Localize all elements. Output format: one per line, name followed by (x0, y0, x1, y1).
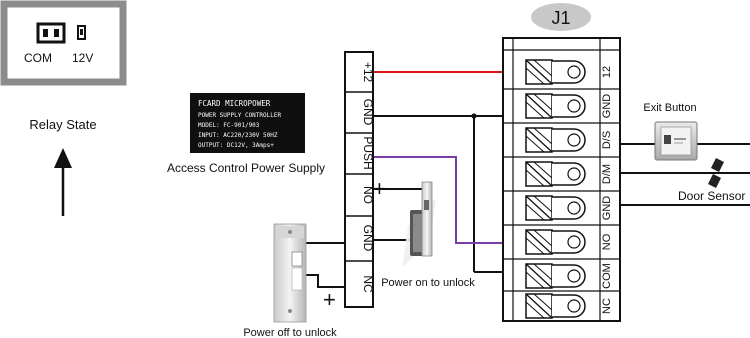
power-supply-plate: FCARD MICROPOWER POWER SUPPLY CONTROLLER… (190, 93, 305, 153)
relay-state-panel: COM 12V (0, 0, 127, 86)
door-sensor-icon (708, 158, 724, 188)
junction-dot (471, 113, 477, 119)
j1-terminal-12: 12 (601, 66, 613, 78)
terminal-graphics (503, 59, 620, 319)
ps-terminal-gnd-2: GND (361, 225, 375, 252)
terminal-labels: 12 GND D/S D/M GND NO COM NC (601, 66, 613, 314)
plus-sign-maglock: + (323, 287, 336, 312)
relay-jumper-block (36, 22, 66, 44)
plate-line-3: MODEL: FC-901/903 (198, 122, 260, 129)
j1-terminal-gnd-1: GND (601, 94, 613, 119)
plate-line-4: INPUT: AC220/230V 50HZ (198, 132, 278, 139)
screw-terminal (503, 258, 620, 289)
power-on-unlock-label: Power on to unlock (381, 277, 475, 289)
power-supply-caption: Access Control Power Supply (167, 161, 325, 175)
power-supply-terminal-strip: +12 GND PUSH NO GND NC (344, 51, 375, 308)
exit-button-label: Exit Button (643, 102, 696, 114)
j1-terminal-gnd-2: GND (601, 196, 613, 221)
plate-line-1: FCARD MICROPOWER (198, 99, 271, 108)
j1-badge: J1 (531, 3, 591, 31)
electric-strike-icon (402, 181, 436, 268)
plus-sign-strike: + (373, 176, 386, 201)
wires (306, 71, 750, 288)
door-sensor-label: Door Sensor (678, 189, 745, 203)
ps-terminal-nc: NC (361, 275, 375, 293)
exit-button-icon (654, 121, 698, 161)
relay-com-label: COM (24, 51, 52, 65)
screw-terminal (525, 59, 586, 85)
power-off-unlock-label: Power off to unlock (243, 327, 337, 338)
screw-terminal (503, 290, 620, 319)
screw-terminal (503, 122, 620, 153)
ps-terminal-push: PUSH (361, 136, 375, 169)
j1-terminal-ds: D/S (601, 131, 613, 149)
magnetic-lock-icon (273, 223, 307, 323)
plate-line-5: OUTPUT: DC12V, 3Amps+ (198, 142, 274, 149)
relay-state-caption: Relay State (29, 117, 96, 132)
ps-terminal-12v: +12 (361, 62, 375, 83)
j1-terminal-com: COM (601, 263, 613, 289)
relay-12v-label: 12V (72, 51, 93, 65)
screw-terminal (503, 156, 620, 187)
j1-terminal-dm: D/M (601, 164, 613, 184)
screw-terminal (503, 224, 620, 255)
ps-terminal-no: NO (361, 186, 375, 204)
wire-nc-to-lock (306, 274, 345, 288)
j1-terminal-no: NO (601, 233, 613, 250)
j1-terminal-nc: NC (601, 298, 613, 314)
plate-line-2: POWER SUPPLY CONTROLLER (198, 112, 281, 119)
screw-terminal (503, 190, 620, 221)
j1-label: J1 (551, 8, 570, 28)
up-arrow-icon (54, 148, 72, 216)
ps-terminal-gnd-1: GND (361, 99, 375, 126)
screw-terminal (503, 88, 620, 119)
wire-push-purple (373, 156, 503, 244)
